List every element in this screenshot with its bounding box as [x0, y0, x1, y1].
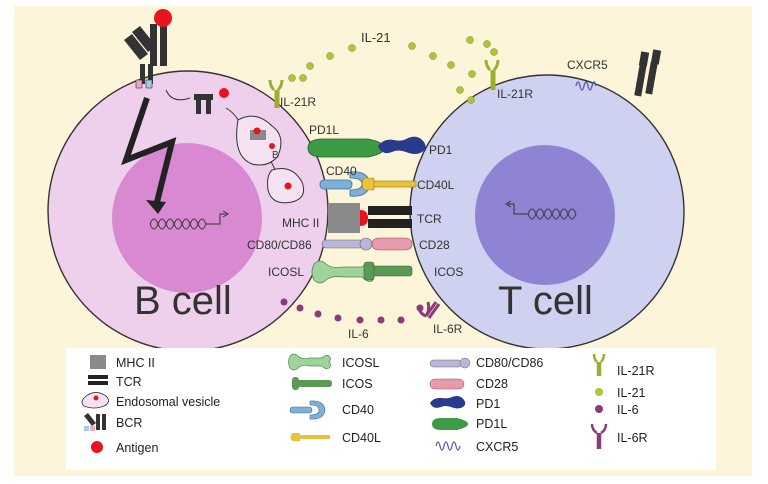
il21-cytokines	[288, 36, 498, 104]
il21r-t-label: IL-21R	[497, 87, 533, 101]
b-vesicle-label: B	[272, 150, 279, 161]
legend-cd80-86-swatch	[429, 357, 471, 369]
legend-cd28-swatch	[429, 378, 465, 390]
legend-cd40l-label: CD40L	[342, 431, 381, 445]
pd1l-molecule	[307, 138, 385, 158]
icos-label: ICOS	[434, 265, 463, 279]
legend-cd40l-swatch	[290, 433, 330, 441]
legend-pd1-label: PD1	[476, 397, 500, 411]
tcr-label: TCR	[417, 212, 442, 226]
signal-arrow	[121, 97, 177, 214]
cxcr5-label: CXCR5	[567, 58, 608, 72]
cxcr5-receptor	[575, 81, 597, 91]
t-cell-label: T cell	[498, 279, 593, 323]
legend-cd40-label: CD40	[342, 403, 374, 417]
endosomal-vesicle-2	[267, 168, 305, 204]
legend-antigen-label: Antigen	[116, 441, 158, 455]
cd40l-label: CD40L	[417, 178, 455, 192]
legend-il6r-label: IL-6R	[617, 431, 648, 445]
legend-il21r-swatch	[592, 353, 606, 376]
legend-pd1l-swatch	[432, 418, 468, 430]
il6-label: IL-6	[348, 327, 369, 341]
pd1-molecule	[378, 136, 426, 154]
legend-tcr-label: TCR	[116, 375, 142, 389]
legend-icosl-label: ICOSL	[342, 356, 380, 370]
t-cell-nucleus	[475, 145, 615, 285]
b-cell-nucleus	[112, 143, 262, 293]
cd80-86-label: CD80/CD86	[247, 238, 312, 252]
endosomal-vesicle-1	[236, 115, 282, 166]
cd28-label: CD28	[419, 238, 450, 252]
legend-cd80-86-label: CD80/CD86	[476, 356, 543, 370]
legend-il6-swatch	[595, 405, 603, 413]
legend-pd1-swatch	[430, 396, 466, 409]
t-cell-surface-receptor	[634, 49, 662, 97]
legend-cd28-label: CD28	[476, 377, 508, 391]
il21r-b-cell	[268, 79, 284, 108]
legend-bcr-label: BCR	[116, 416, 142, 430]
il6r-label: IL-6R	[433, 322, 463, 336]
tcr-molecule	[368, 206, 412, 228]
t-cell-dna	[505, 200, 577, 220]
legend-mhc2-swatch	[90, 355, 106, 369]
legend-bcr-swatch	[84, 413, 106, 431]
cd80-86-molecule	[321, 237, 373, 251]
legend-il21-label: IL-21	[617, 386, 646, 400]
mhc2-label: MHC II	[282, 216, 319, 230]
legend-cd40-swatch	[289, 400, 326, 420]
il21-label: IL-21	[361, 30, 391, 45]
legend-icos-swatch	[292, 377, 332, 390]
pd1l-label: PD1L	[309, 123, 339, 137]
legend-endosome-swatch	[81, 392, 109, 409]
b-cell-dna	[149, 210, 229, 230]
legend-il21r-label: IL-21R	[617, 364, 655, 378]
legend-box	[66, 348, 716, 470]
internalized-bcr	[194, 88, 229, 114]
legend-endosome-label: Endosomal vesicle	[116, 395, 220, 409]
cd28-molecule	[371, 237, 413, 251]
legend-antigen-swatch	[91, 441, 103, 453]
bcr-receptor	[124, 9, 172, 89]
il6-cytokines	[280, 298, 424, 324]
legend-icos-label: ICOS	[342, 377, 373, 391]
legend-il21-swatch	[595, 388, 603, 396]
il6r-t-cell	[416, 301, 441, 319]
legend-cxcr5-label: CXCR5	[476, 440, 518, 454]
cd40l-molecule	[361, 177, 417, 191]
legend-cxcr5-swatch	[435, 441, 461, 451]
pd1-label: PD1	[429, 143, 453, 157]
mhc2-molecule	[328, 203, 360, 233]
legend-icosl-swatch	[288, 353, 331, 371]
b-cell-label: B cell	[134, 279, 232, 323]
cd40-label: CD40	[326, 164, 357, 178]
legend-tcr-swatch	[88, 375, 108, 385]
legend-il6-label: IL-6	[617, 403, 639, 417]
legend-mhc2-label: MHC II	[116, 356, 155, 370]
icos-molecule	[363, 261, 413, 281]
il21r-t-cell	[484, 59, 500, 90]
legend-il6r-swatch	[590, 423, 608, 449]
il21r-b-label: IL-21R	[280, 95, 316, 109]
legend-pd1l-label: PD1L	[476, 417, 507, 431]
icosl-label: ICOSL	[268, 265, 304, 279]
mhc-antigen	[360, 210, 368, 226]
